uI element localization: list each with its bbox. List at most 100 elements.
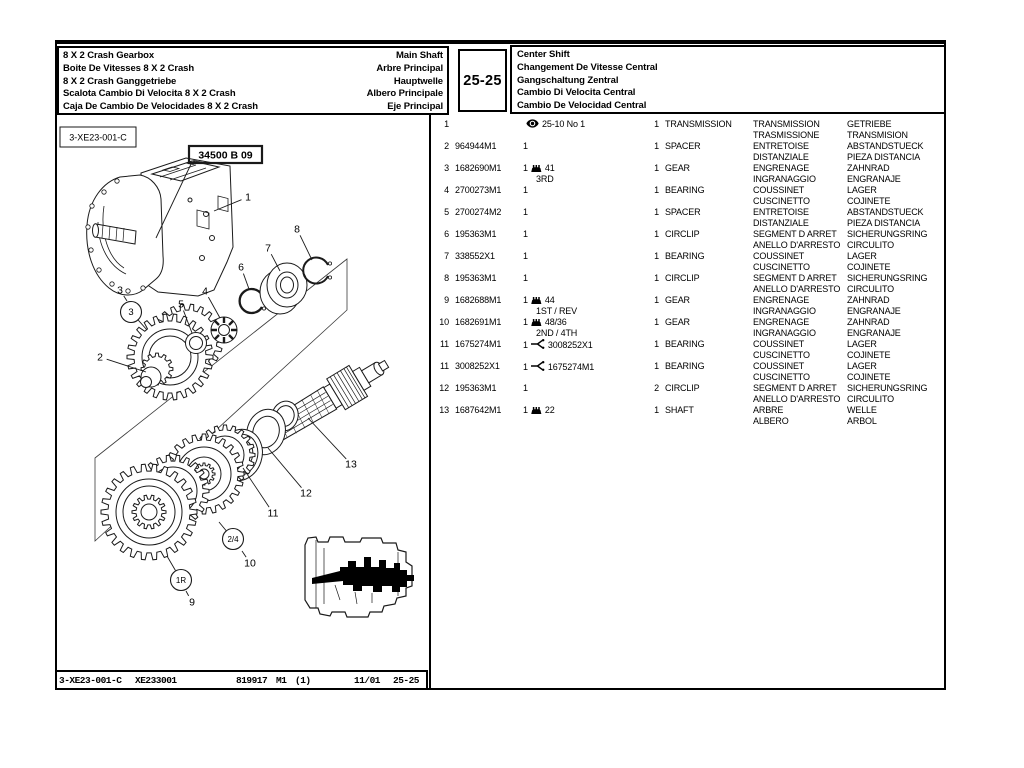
item-number: 1 <box>444 119 449 129</box>
description-qty: 1 <box>654 339 659 349</box>
part-label-leader <box>155 161 193 239</box>
item-number: 6 <box>444 229 449 239</box>
header-title-row: Center Shift <box>517 49 939 60</box>
part-number: 964944M1 <box>455 141 497 151</box>
description-qty: 1 <box>654 119 659 129</box>
callout-9: 9 <box>189 597 195 609</box>
description-qty: 1 <box>654 229 659 239</box>
description-qty: 2 <box>654 383 659 393</box>
quantity: 1 <box>523 251 528 261</box>
part-7-bearing <box>259 262 308 315</box>
description-qty: 1 <box>654 185 659 195</box>
part-number: 195363M1 <box>455 229 497 239</box>
description-en: BEARING <box>665 361 705 371</box>
item-number: 5 <box>444 207 449 217</box>
title-left: Scalota Cambio Di Velocita 8 X 2 Crash <box>63 88 236 100</box>
description-en: SPACER <box>665 207 701 217</box>
projection-plane <box>94 258 348 542</box>
part-number: 2700273M1 <box>455 185 502 195</box>
description-en: GEAR <box>665 163 690 173</box>
description-en: GEAR <box>665 295 690 305</box>
header-title-row: Scalota Cambio Di Velocita 8 X 2 Crash Al… <box>63 88 443 99</box>
description-en: CIRCLIP <box>665 273 700 283</box>
quantity: 1 <box>523 362 528 372</box>
callout-13: 13 <box>345 459 357 471</box>
item-number: 4 <box>444 185 449 195</box>
description-en: GEAR <box>665 317 690 327</box>
footer-issue: (1) <box>295 675 311 686</box>
interchange-icon <box>530 361 545 371</box>
item-number: 11 <box>439 339 449 349</box>
item-number: 11 <box>439 361 449 371</box>
quantity: 1 <box>523 229 528 239</box>
gear-teeth-icon <box>531 319 542 326</box>
title-left: Boite De Vitesses 8 X 2 Crash <box>63 62 195 74</box>
item-number: 9 <box>444 295 449 305</box>
part-label-text: 34500 B 09 <box>198 150 252 162</box>
gear-teeth-icon <box>531 407 542 414</box>
header-title-row: Boite De Vitesses 8 X 2 Crash Arbre Princ… <box>63 63 443 74</box>
gear-position-note: 2ND / 4TH <box>536 327 578 338</box>
callout-11: 11 <box>268 508 279 520</box>
footer-bar: 3-XE23-001-C XE233001 819917 M1 (1) 11/0… <box>55 670 428 690</box>
header-title-row: Cambio Di Velocita Central <box>517 87 939 98</box>
drawing-ref-box <box>59 126 137 148</box>
part-4-roller-bearing <box>210 316 238 344</box>
gear-position-marker-1R: 1R <box>176 576 186 585</box>
quantity-cell: 1 <box>523 251 649 262</box>
part-5-race <box>185 332 207 354</box>
gear-cluster-9 <box>100 454 210 561</box>
quantity: 1 <box>523 405 528 415</box>
callout-8: 8 <box>294 224 300 236</box>
footer-doc-ref: 3-XE23-001-C <box>59 675 122 686</box>
footer-date: 11/01 <box>354 675 381 686</box>
part-number: 1682690M1 <box>455 163 502 173</box>
drawing-ref-label: 3-XE23-001-C <box>69 133 127 143</box>
quantity: 1 <box>523 185 528 195</box>
description-en: SHAFT <box>665 405 694 415</box>
footer-catalog-code: XE233001 <box>135 675 177 686</box>
description-qty: 1 <box>654 295 659 305</box>
header-title-row: Cambio De Velocidad Central <box>517 100 939 111</box>
description-qty: 1 <box>654 361 659 371</box>
quantity: 1 <box>523 317 528 327</box>
quantity: 1 <box>523 295 528 305</box>
callout-6: 6 <box>238 262 244 274</box>
title-right: Arbre Principal <box>376 62 443 74</box>
gear-teeth-icon <box>531 297 542 304</box>
title-right: Albero Principale <box>366 88 444 100</box>
description-en: SPACER <box>665 141 701 151</box>
title-left: 8 X 2 Crash Gearbox <box>63 50 155 61</box>
title-left: Cambio De Velocidad Central <box>517 100 647 111</box>
part-number: 2700274M2 <box>455 207 502 217</box>
part-number: 3008252X1 <box>455 361 500 371</box>
quantity-note: 3008252X1 <box>547 340 593 350</box>
quantity-note: 1675274M1 <box>547 362 595 372</box>
description-en: TRANSMISSION <box>665 119 732 129</box>
page-number: 25-25 <box>458 49 507 112</box>
quantity-note: 22 <box>544 405 555 415</box>
title-right: Eje Principal <box>387 101 443 112</box>
gear-cluster-2-3 <box>126 303 224 401</box>
